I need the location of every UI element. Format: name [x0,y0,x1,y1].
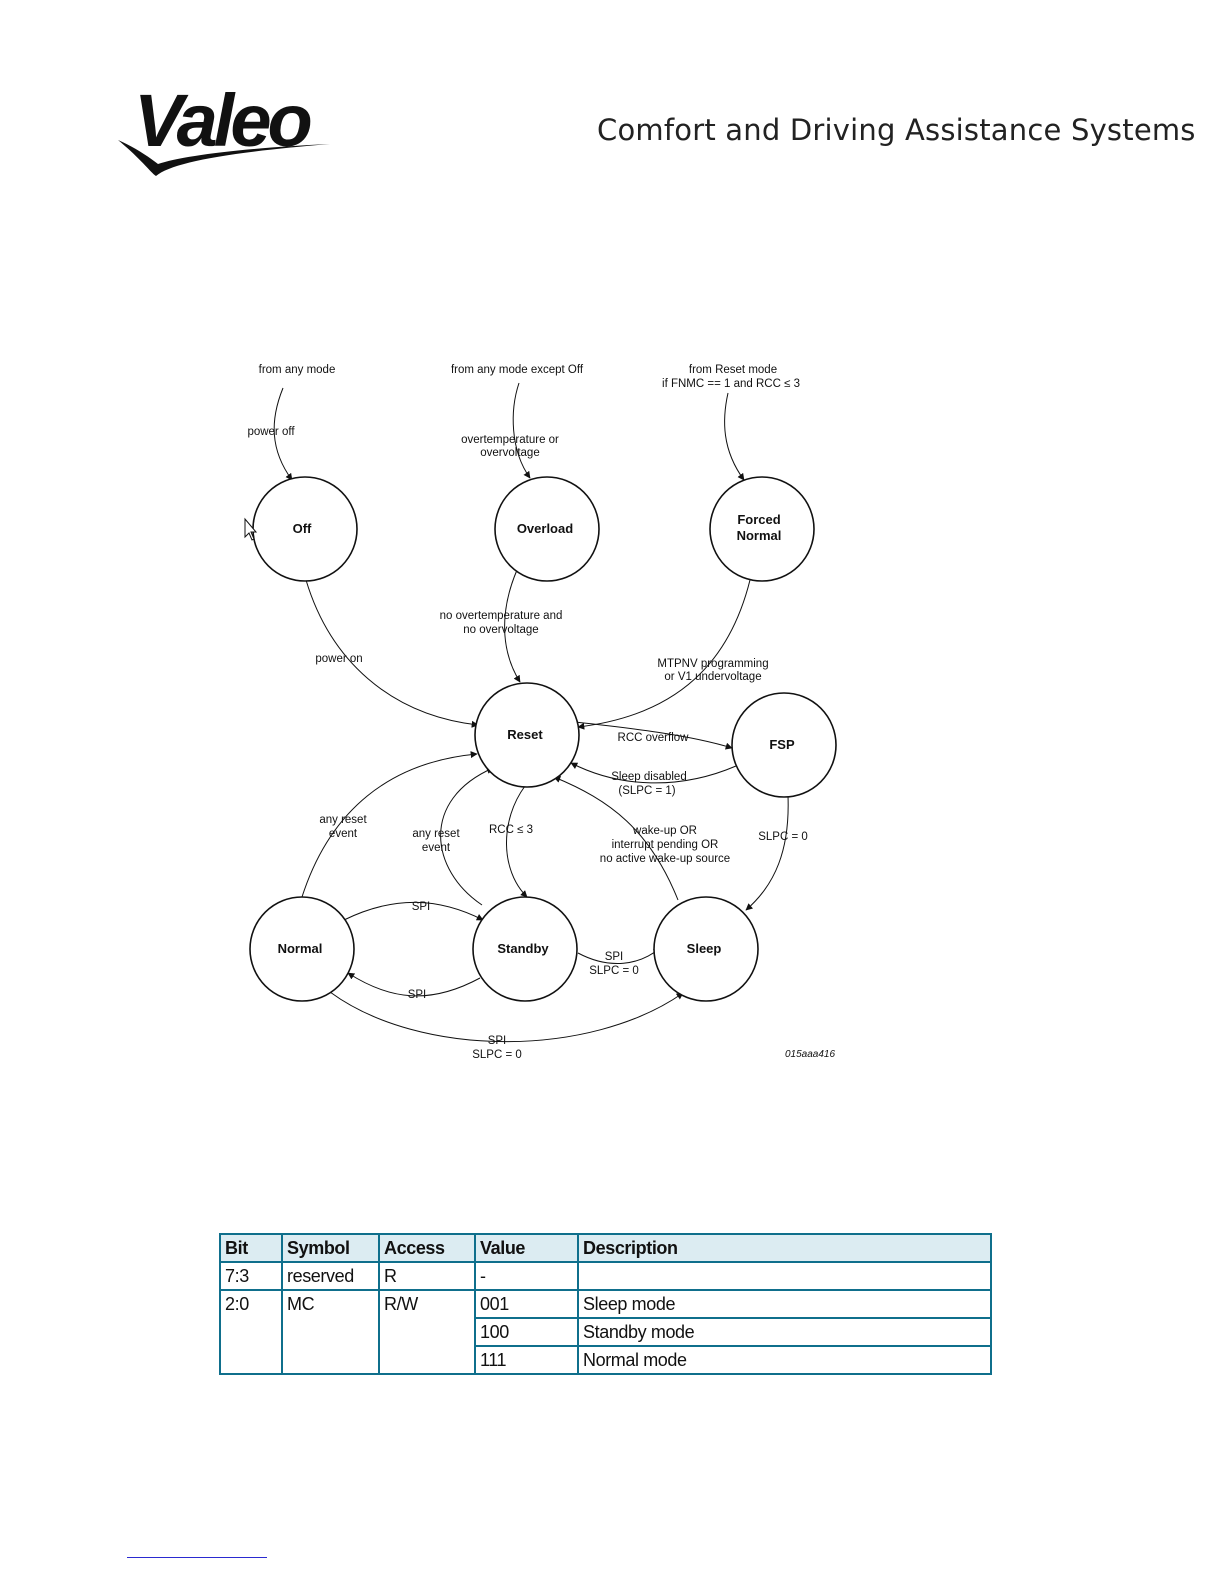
logo-wordmark: Valeo [134,79,310,162]
state-standby: Standby [472,896,578,1002]
label-wakeup-1: wake-up OR [632,825,697,837]
state-reset: Reset [474,682,580,788]
svg-text:Forced: Forced [737,512,780,527]
edge-power-on [305,579,479,728]
col-header-bit: Bit [219,1233,283,1263]
label-slpc0-fsp: SLPC = 0 [758,831,808,843]
svg-text:Sleep: Sleep [687,941,722,956]
figure-id: 015aaa416 [785,1049,835,1060]
label-spi-normal-sleep: SPI [488,1035,507,1047]
cell-value: 100 [474,1317,579,1347]
label-power-off: power off [247,426,295,438]
table-header-row: Bit Symbol Access Value Description [219,1233,992,1263]
cell-description: Sleep mode [577,1289,992,1319]
label-from-any-except-off: from any mode except Off [451,364,584,376]
cell-access: R/W [378,1289,476,1375]
label-slpc0-normal-sleep: SLPC = 0 [472,1049,522,1061]
state-sleep: Sleep [653,896,759,1002]
edge-power-off [273,387,293,481]
register-table: Bit Symbol Access Value Description 7:3 … [219,1233,992,1375]
edge-no-overtemp [504,569,521,683]
svg-text:Standby: Standby [497,941,549,956]
edge-overtemp [512,382,531,479]
label-spi-normal-standby: SPI [412,901,431,913]
label-spi-standby-normal: SPI [408,989,427,1001]
edge-standby-reset [440,767,494,906]
col-header-access: Access [378,1233,476,1263]
col-header-description: Description [577,1233,992,1263]
cell-value: 111 [474,1345,579,1375]
logo-swoosh [118,140,330,176]
svg-text:Reset: Reset [507,727,543,742]
table-row: 111 Normal mode [220,1345,992,1375]
label-overtemp-1: overtemperature or [461,434,559,446]
table-row: 7:3 reserved R - [219,1261,992,1291]
table-row: 2:0 MC R/W 001 Sleep mode [219,1289,992,1375]
footer-link-underline [127,1557,267,1558]
cell-description: Standby mode [577,1317,992,1347]
header-title: Comfort and Driving Assistance Systems [597,113,1196,147]
label-sleep-disabled-1: Sleep disabled [611,771,686,783]
edge-reset-standby [506,785,528,898]
label-from-reset-1: from Reset mode [689,364,777,376]
table-row: 100 Standby mode [220,1317,992,1347]
label-from-any-mode: from any mode [259,364,336,376]
col-header-symbol: Symbol [281,1233,380,1263]
edge-normal-standby [343,901,484,921]
svg-text:Overload: Overload [517,521,573,536]
label-overtemp-2: overvoltage [480,447,539,459]
edge-standby-normal [347,972,481,997]
label-wakeup-2: interrupt pending OR [612,839,719,851]
svg-text:Off: Off [293,521,312,536]
cell-symbol: MC [281,1289,380,1375]
label-from-reset-2: if FNMC == 1 and RCC ≤ 3 [662,378,800,390]
cell-value: 001 [474,1289,579,1319]
label-no-overtemp-2: no overvoltage [463,624,538,636]
svg-text:FSP: FSP [769,737,795,752]
cell-access: R [378,1261,476,1291]
cell-description [577,1261,992,1291]
label-mtpnv-2: or V1 undervoltage [664,671,761,683]
state-overload: Overload [494,476,600,582]
edge-fsp-sleep [745,795,789,911]
label-any-reset-standby-1: any reset [412,828,460,840]
label-no-overtemp-1: no overtemperature and [440,610,563,622]
state-fsp: FSP [731,692,837,798]
label-any-reset-standby-2: event [422,842,451,854]
label-sleep-disabled-2: (SLPC = 1) [618,785,675,797]
label-spi-standby-sleep: SPI [605,951,624,963]
edge-from-reset [724,392,745,481]
cell-symbol: reserved [281,1261,380,1291]
svg-text:Normal: Normal [737,528,782,543]
state-diagram: Off Overload Forced Normal Reset FSP Nor… [244,364,837,1061]
edge-normal-reset [301,751,478,898]
col-header-value: Value [474,1233,579,1263]
state-normal: Normal [249,896,355,1002]
cell-description: Normal mode [577,1345,992,1375]
label-slpc0-standby-sleep: SLPC = 0 [589,965,639,977]
cell-bit: 7:3 [219,1261,283,1291]
mouse-cursor-icon [244,517,258,541]
cell-value: - [474,1261,579,1291]
svg-text:Normal: Normal [278,941,323,956]
state-forced-normal: Forced Normal [709,476,815,582]
state-off: Off [252,476,358,582]
edge-normal-sleep [329,991,684,1043]
label-any-reset-normal-2: event [329,828,358,840]
edge-rcc-overflow [574,721,733,750]
cell-bit: 2:0 [219,1289,283,1375]
edge-sleep-reset [553,776,679,901]
label-any-reset-normal-1: any reset [319,814,367,826]
label-rcc-le3: RCC ≤ 3 [489,824,533,836]
edge-sleep-disabled [570,762,737,784]
label-rcc-overflow: RCC overflow [618,732,690,744]
label-power-on: power on [315,653,362,665]
valeo-logo: Valeo [118,79,330,176]
edge-mtpnv [577,579,751,730]
label-wakeup-3: no active wake-up source [600,853,730,865]
label-mtpnv-1: MTPNV programming [657,658,768,670]
